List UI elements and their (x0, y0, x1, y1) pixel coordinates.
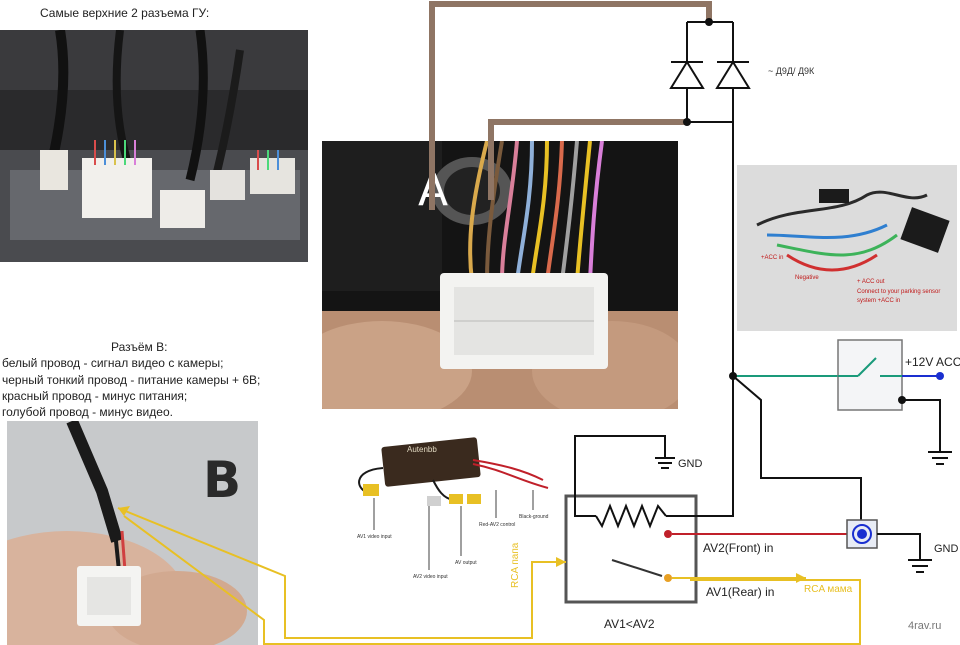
connector-b-line: голубой провод - минус видео. (2, 405, 173, 419)
yellow-wire-camera (117, 507, 566, 639)
product-label-av2: AV2 video input (413, 574, 448, 580)
connector-b-photo: B (7, 421, 258, 645)
yellow-wire-loop (123, 515, 861, 645)
acc-node-icon (936, 372, 944, 380)
av-switch-box (564, 494, 698, 604)
node-dot (683, 118, 691, 126)
diode-right-icon (715, 60, 751, 89)
product-brand: Autenbb (407, 445, 437, 454)
watermark: 4rav.ru (908, 620, 942, 632)
caption-diode-type: ~ Д9Д/ Д9К (768, 66, 815, 76)
parking-relay-photo: +ACC in Negative + ACC out Connect to yo… (737, 165, 957, 331)
ground-top-icon (655, 457, 675, 469)
acc-label: +12V ACC (905, 355, 960, 369)
node-dot (898, 396, 906, 404)
ground-right-top-icon (928, 451, 952, 465)
inset-label-system: system +ACC in (857, 298, 901, 304)
av-switch-product-photo: Autenbb AV1 video input AV2 video input … (343, 420, 561, 590)
brown-wire-outer (429, 1, 712, 210)
connector-b-line: красный провод - минус питания; (2, 389, 188, 403)
product-label-avout: AV output (455, 560, 477, 566)
diode-left-icon (669, 60, 705, 89)
inset-label-acc-in: +ACC in (761, 255, 784, 261)
connector-b-line: белый провод - сигнал видео с камеры; (2, 356, 224, 370)
av1-contact-icon (664, 574, 672, 582)
connector-b-line: черный тонкий провод - питание камеры + … (2, 373, 261, 387)
brown-wire-inner (488, 119, 687, 200)
resistor-icon (595, 503, 667, 529)
connector-a-photo: A (322, 141, 678, 409)
av2-contact-icon (664, 530, 672, 538)
node-dot (705, 18, 713, 26)
product-label-red: Red-AV2 control (479, 522, 516, 528)
connector-b-label: B (203, 451, 242, 509)
gnd-right-label: GND (934, 543, 959, 555)
ground-right-bottom-icon (908, 559, 932, 573)
rca-female-label: RCA мама (804, 584, 853, 595)
head-unit-photo (0, 30, 308, 262)
rca-male-label: RCA папа (510, 542, 521, 588)
av2-in-label: AV2(Front) in (703, 541, 774, 555)
product-label-black: Black-ground (519, 514, 549, 520)
inset-label-negative: Negative (795, 275, 819, 281)
switch-caption: AV1<AV2 (604, 617, 655, 631)
gnd-top-label: GND (678, 458, 703, 470)
diode-pair (686, 21, 734, 506)
av1-in-label: AV1(Rear) in (706, 585, 775, 599)
inset-label-parking: Connect to your parking sensor (857, 289, 941, 295)
product-label-av1: AV1 video input (357, 534, 392, 540)
connector-b-title: Разъём В: (111, 340, 168, 354)
inset-label-acc-out: + ACC out (857, 279, 885, 285)
caption-top-left: Самые верхние 2 разъема ГУ: (40, 6, 210, 20)
